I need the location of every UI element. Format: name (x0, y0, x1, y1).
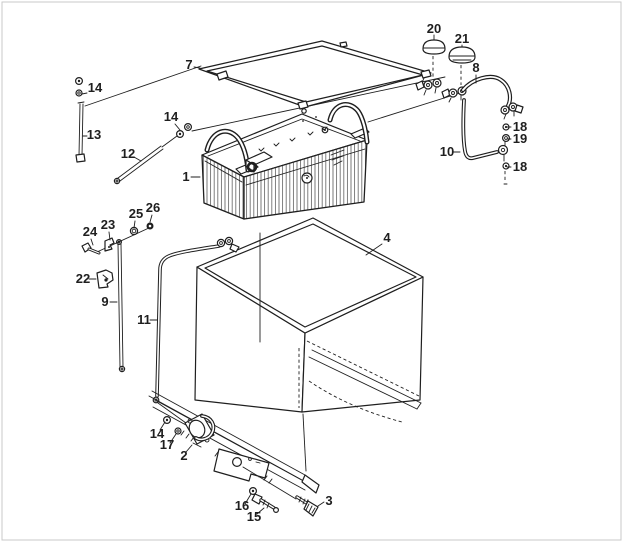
part-label-16: 16 (235, 498, 249, 513)
part-label-14-c: 14 (150, 426, 165, 441)
part-label-13: 13 (87, 127, 101, 142)
washer-18-bottom (502, 162, 510, 170)
part-label-3: 3 (325, 493, 332, 508)
part-label-8: 8 (472, 60, 479, 75)
frame-tab-top (339, 41, 348, 48)
frame-tab-bottom (297, 100, 309, 110)
frame-tab-right (420, 69, 432, 79)
part-label-7: 7 (185, 57, 192, 72)
nut-19 (502, 134, 511, 143)
part-label-17: 17 (160, 437, 174, 452)
part-label-20: 20 (427, 21, 441, 36)
bolt-24 (81, 242, 101, 255)
part-label-18-b: 18 (513, 159, 527, 174)
battery-terminal-block (245, 151, 273, 173)
terminal-cap-20 (422, 34, 446, 77)
washer-14-mid (176, 122, 193, 139)
washer-14-top-left (74, 76, 83, 97)
mounting-plate (213, 448, 270, 482)
part-label-18-a: 18 (513, 119, 527, 134)
rod-part-9 (115, 239, 126, 373)
rod-part-13 (75, 101, 86, 163)
rail-end-foot (301, 474, 320, 494)
part-label-10: 10 (440, 144, 454, 159)
rail-bracket-assembly (148, 390, 320, 517)
battery-part-1 (201, 102, 370, 220)
part-label-15: 15 (247, 509, 261, 524)
part-label-11: 11 (137, 312, 151, 327)
part-label-26: 26 (146, 200, 160, 215)
bolt-15 (251, 493, 280, 514)
bracket-part-2 (184, 413, 216, 448)
part-labels: 7 14 13 12 14 1 20 21 8 18 19 10 18 4 24… (76, 21, 527, 524)
part-label-22: 22 (76, 271, 90, 286)
washer-17 (174, 427, 182, 435)
nut-26 (146, 222, 154, 230)
battery-markings (330, 149, 345, 166)
battery-terminal-post (321, 126, 329, 134)
spacer-25 (129, 226, 139, 236)
bolt-3 (295, 495, 319, 517)
clip-22 (96, 269, 114, 289)
battery-emblem (301, 172, 313, 184)
battery-handle-right (327, 102, 370, 145)
clip-23 (104, 237, 115, 252)
part-label-24: 24 (83, 224, 98, 239)
part-label-1: 1 (182, 169, 189, 184)
terminal-clamp-under-20 (415, 78, 442, 96)
part-label-23: 23 (101, 217, 115, 232)
part-label-9: 9 (101, 294, 108, 309)
washer-16 (249, 487, 258, 496)
part-label-2: 2 (180, 448, 187, 463)
part-label-14-b: 14 (164, 109, 179, 124)
part-label-19: 19 (513, 131, 527, 146)
terminal-cap-21 (448, 44, 476, 85)
part-label-21: 21 (455, 31, 469, 46)
cable-part-8 (460, 74, 524, 120)
rod-part-12 (113, 135, 178, 185)
part-label-4: 4 (383, 230, 391, 245)
part-label-14-a: 14 (88, 80, 103, 95)
battery-vent-ticks (258, 116, 328, 152)
hold-down-frame-part-7 (198, 40, 432, 114)
part-label-12: 12 (121, 146, 135, 161)
fastener-axis-dashes (503, 141, 508, 185)
part-label-25: 25 (129, 206, 143, 221)
fastener-group-22-26 (81, 222, 154, 289)
cable-part-10 (461, 98, 509, 161)
leader-lines (84, 65, 461, 132)
battery-box-part-4 (194, 217, 424, 472)
frame-tab-left (216, 70, 229, 81)
